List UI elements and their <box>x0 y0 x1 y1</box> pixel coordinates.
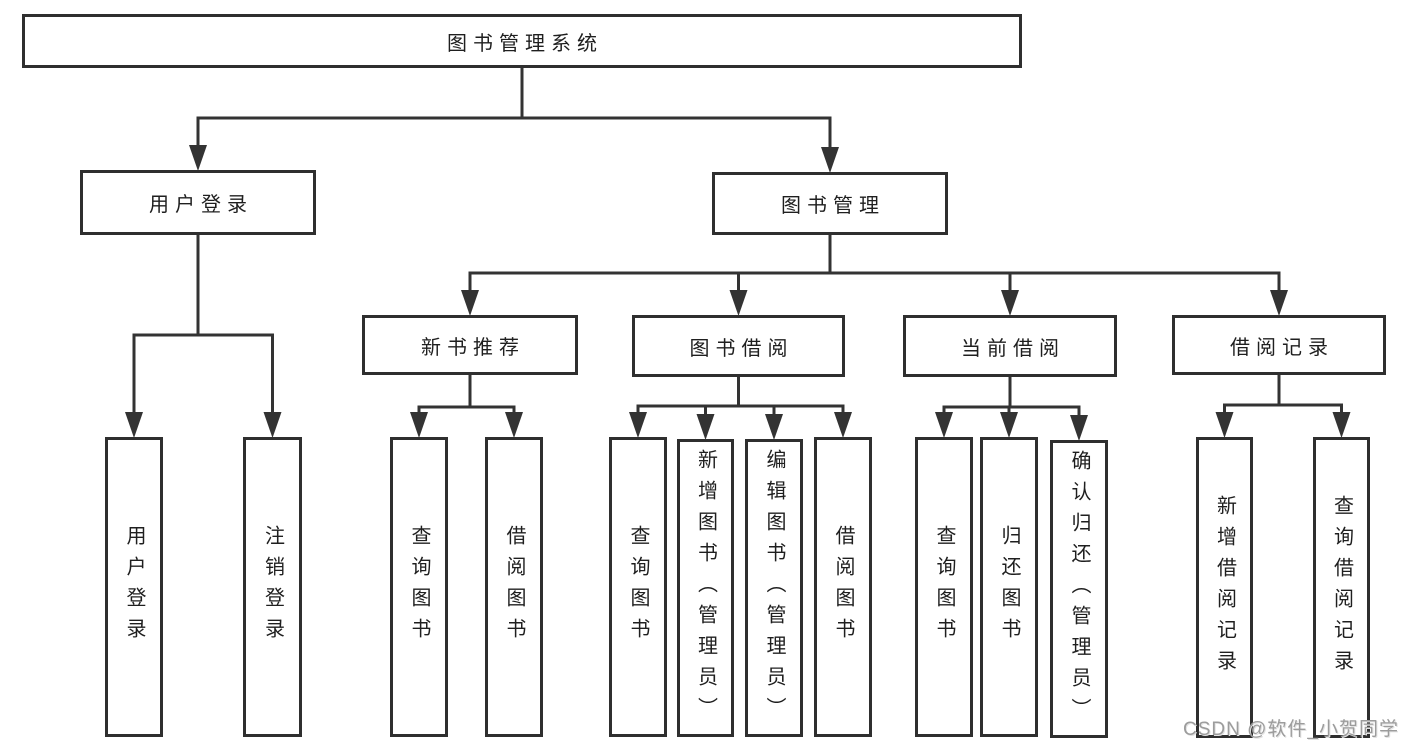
node-label-bb-edit: 编辑图书（管理员） <box>763 448 785 728</box>
node-label-login: 用户登录 <box>123 525 145 649</box>
node-label-bb-query: 查询图书 <box>627 525 649 649</box>
node-new-rec: 新书推荐 <box>362 315 578 375</box>
node-label-new-rec: 新书推荐 <box>421 336 525 359</box>
node-login: 用户登录 <box>105 437 163 737</box>
node-current-borrow: 当前借阅 <box>903 315 1117 377</box>
node-label-user-login: 用户登录 <box>149 194 253 216</box>
node-book-mgmt: 图书管理 <box>712 172 948 235</box>
node-book-borrow: 图书借阅 <box>632 315 845 377</box>
node-label-nr-query: 查询图书 <box>408 525 430 649</box>
node-label-cb-query: 查询图书 <box>933 525 955 649</box>
node-label-bb-add: 新增图书（管理员） <box>694 448 717 728</box>
node-label-cb-confirm: 确认归还（管理员） <box>1068 449 1090 729</box>
node-bb-add: 新增图书（管理员） <box>677 439 734 737</box>
node-label-nr-borrow: 借阅图书 <box>503 525 525 649</box>
node-label-book-borrow: 图书借阅 <box>689 337 794 360</box>
node-bb-borrow: 借阅图书 <box>814 437 872 737</box>
node-label-book-mgmt: 图书管理 <box>781 195 885 217</box>
node-user-login: 用户登录 <box>80 170 316 235</box>
node-nr-query: 查询图书 <box>390 437 448 737</box>
node-bb-edit: 编辑图书（管理员） <box>745 439 803 737</box>
node-root: 图书管理系统 <box>22 14 1022 68</box>
node-br-add: 新增借阅记录 <box>1196 437 1253 738</box>
node-label-br-add: 新增借阅记录 <box>1213 494 1236 681</box>
node-borrow-records: 借阅记录 <box>1172 315 1386 375</box>
node-label-current-borrow: 当前借阅 <box>961 337 1065 360</box>
watermark: CSDN @软件_小贺同学 <box>1183 719 1399 740</box>
node-bb-query: 查询图书 <box>609 437 667 737</box>
node-nr-borrow: 借阅图书 <box>485 437 543 737</box>
node-cb-return: 归还图书 <box>980 437 1038 737</box>
node-label-br-query: 查询借阅记录 <box>1330 494 1353 681</box>
node-label-cb-return: 归还图书 <box>998 525 1020 649</box>
node-label-logout: 注销登录 <box>261 525 284 649</box>
node-label-borrow-records: 借阅记录 <box>1230 336 1334 359</box>
node-label-bb-borrow: 借阅图书 <box>832 525 854 649</box>
node-cb-confirm: 确认归还（管理员） <box>1050 440 1108 738</box>
node-logout: 注销登录 <box>243 437 302 737</box>
node-cb-query: 查询图书 <box>915 437 973 737</box>
node-label-root: 图书管理系统 <box>447 32 603 55</box>
node-br-query: 查询借阅记录 <box>1313 437 1370 738</box>
